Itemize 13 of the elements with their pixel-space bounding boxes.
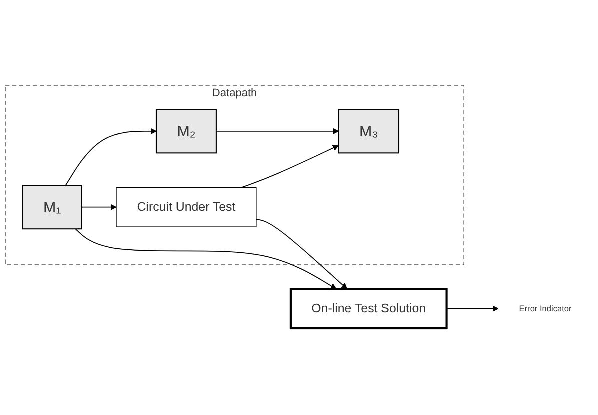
arrow [446, 306, 499, 312]
arrow [256, 219, 348, 290]
arrow [216, 128, 340, 135]
arrow [241, 146, 340, 189]
node-box: On-line Test Solution [290, 288, 448, 330]
arrow [75, 229, 337, 290]
node-text: Error Indicator [519, 304, 572, 314]
node-box: M₁ [22, 186, 82, 230]
node-box: Circuit Under Test [116, 188, 257, 228]
arrow [65, 128, 157, 187]
arrow [82, 204, 117, 211]
node-box: M₃ [338, 110, 400, 154]
node-box: M₂ [156, 110, 217, 154]
